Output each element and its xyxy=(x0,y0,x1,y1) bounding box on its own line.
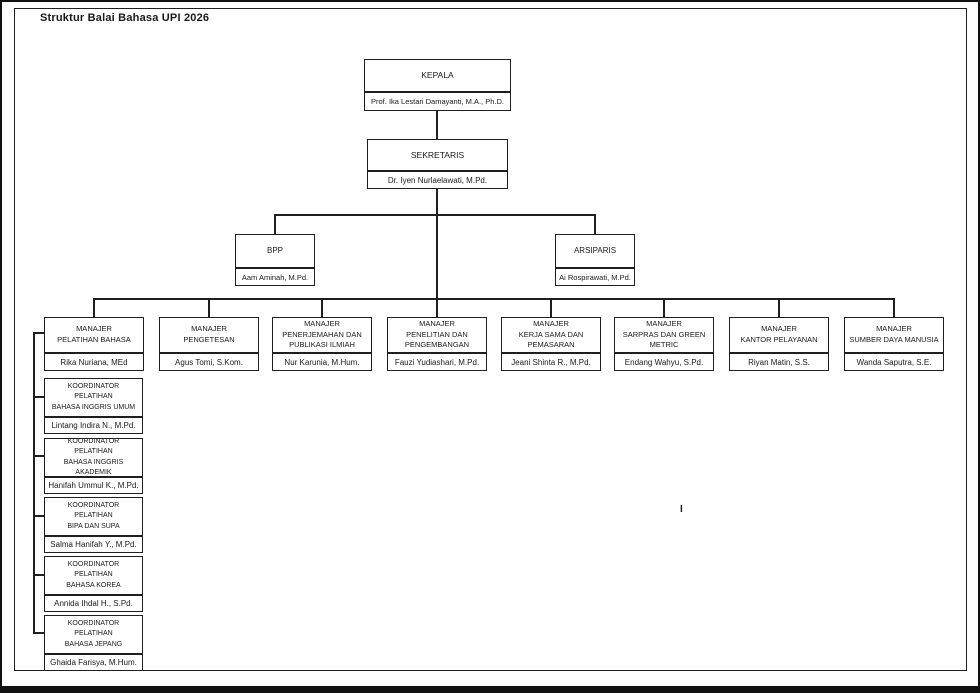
org-box-sekretaris: SEKRETARIS Dr. Iyen Nurlaelawati, M.Pd. xyxy=(367,139,508,189)
sekretaris-name: Dr. Iyen Nurlaelawati, M.Pd. xyxy=(368,170,507,188)
org-box-manager-pengetesan: MANAJER PENGETESAN Agus Tomi, S.Kom. xyxy=(159,317,259,371)
connector-manager-rail xyxy=(93,298,895,300)
org-box-koord-korea: KOORDINATOR PELATIHAN BAHASA KOREA Annid… xyxy=(44,556,143,612)
connector-stub-koord-1 xyxy=(33,396,44,398)
kepala-name: Prof. Ika Lestari Damayanti, M.A., Ph.D. xyxy=(365,91,510,110)
koord-title: KOORDINATOR PELATIHAN BIPA DAN SUPA xyxy=(67,502,120,530)
manager-title: MANAJER SARPRAS DAN GREEN METRIC xyxy=(622,318,706,350)
connector-drop-manager-6 xyxy=(663,298,665,318)
org-box-bpp: BPP Aam Aminah, M.Pd. xyxy=(235,234,315,286)
manager-title: MANAJER KERJA SAMA DAN PEMASARAN xyxy=(518,318,584,350)
manager-name: Agus Tomi, S.Kom. xyxy=(160,352,258,370)
manager-title: MANAJER PENELITIAN DAN PENGEMBANGAN xyxy=(404,318,470,350)
arsiparis-name: Ai Rospirawati, M.Pd. xyxy=(556,267,634,285)
connector-drop-arsiparis xyxy=(594,214,596,235)
koord-name: Hanifah Ummul K., M.Pd. xyxy=(45,476,142,493)
org-box-koord-inggris-akademik: KOORDINATOR PELATIHAN BAHASA INGGRIS AKA… xyxy=(44,438,143,494)
manager-name: Endang Wahyu, S.Pd. xyxy=(615,352,713,370)
connector-staff-rail xyxy=(274,214,596,216)
connector-drop-manager-4 xyxy=(436,298,438,318)
manager-name: Rika Nuriana, MEd xyxy=(45,352,143,370)
org-box-koord-bipa-supa: KOORDINATOR PELATIHAN BIPA DAN SUPA Salm… xyxy=(44,497,143,553)
connector-stub-koord-5 xyxy=(33,632,44,634)
org-box-koord-inggris-umum: KOORDINATOR PELATIHAN BAHASA INGGRIS UMU… xyxy=(44,378,143,434)
manager-title: MANAJER KANTOR PELAYANAN xyxy=(740,324,818,344)
koord-title: KOORDINATOR PELATIHAN BAHASA KOREA xyxy=(66,561,121,589)
connector-drop-manager-2 xyxy=(208,298,210,318)
org-box-manager-pelatihan-bahasa: MANAJER PELATIHAN BAHASA Rika Nuriana, M… xyxy=(44,317,144,371)
org-box-manager-penelitian: MANAJER PENELITIAN DAN PENGEMBANGAN Fauz… xyxy=(387,317,487,371)
koord-title: KOORDINATOR PELATIHAN BAHASA JEPANG xyxy=(64,620,123,648)
connector-sekretaris-spine xyxy=(436,186,438,300)
connector-drop-manager-3 xyxy=(321,298,323,318)
org-box-manager-kantor: MANAJER KANTOR PELAYANAN Riyan Matin, S.… xyxy=(729,317,829,371)
page-border-frame xyxy=(14,8,967,671)
manager-name: Fauzi Yudiashari, M.Pd. xyxy=(388,352,486,370)
sekretaris-title: SEKRETARIS xyxy=(410,149,465,160)
connector-koordinator-spine xyxy=(33,332,35,634)
connector-drop-manager-7 xyxy=(778,298,780,318)
arsiparis-title: ARSIPARIS xyxy=(573,246,617,256)
connector-stub-manager-1 xyxy=(33,332,44,334)
org-box-kepala: KEPALA Prof. Ika Lestari Damayanti, M.A.… xyxy=(364,59,511,111)
koord-name: Lintang Indira N., M.Pd. xyxy=(45,416,142,433)
org-box-manager-penerjemahan: MANAJER PENERJEMAHAN DAN PUBLIKASI ILMIA… xyxy=(272,317,372,371)
koord-title: KOORDINATOR PELATIHAN BAHASA INGGRIS AKA… xyxy=(63,438,124,476)
manager-title: MANAJER PENERJEMAHAN DAN PUBLIKASI ILMIA… xyxy=(282,318,362,350)
manager-name: Riyan Matin, S.S. xyxy=(730,352,828,370)
stray-mark: I xyxy=(680,504,683,515)
manager-title: MANAJER PELATIHAN BAHASA xyxy=(57,324,131,344)
connector-stub-koord-3 xyxy=(33,515,44,517)
kepala-title: KEPALA xyxy=(421,70,454,81)
connector-drop-bpp xyxy=(274,214,276,235)
page-title: Struktur Balai Bahasa UPI 2026 xyxy=(40,12,210,24)
manager-name: Wanda Saputra, S.E. xyxy=(845,352,943,370)
connector-drop-manager-8 xyxy=(893,298,895,318)
connector-stub-koord-4 xyxy=(33,574,44,576)
org-box-arsiparis: ARSIPARIS Ai Rospirawati, M.Pd. xyxy=(555,234,635,286)
bpp-name: Aam Aminah, M.Pd. xyxy=(236,267,314,285)
koord-name: Salma Hanifah Y., M.Pd. xyxy=(45,535,142,552)
connector-drop-manager-5 xyxy=(550,298,552,318)
org-box-manager-sarpras: MANAJER SARPRAS DAN GREEN METRIC Endang … xyxy=(614,317,714,371)
org-box-manager-kerjasama: MANAJER KERJA SAMA DAN PEMASARAN Jeani S… xyxy=(501,317,601,371)
connector-kepala-sekretaris xyxy=(436,107,438,140)
koord-title: KOORDINATOR PELATIHAN BAHASA INGGRIS UMU… xyxy=(51,383,136,411)
bpp-title: BPP xyxy=(266,246,283,256)
koord-name: Annida Ihdal H., S.Pd. xyxy=(45,594,142,611)
connector-drop-manager-1 xyxy=(93,298,95,318)
org-box-koord-jepang: KOORDINATOR PELATIHAN BAHASA JEPANG Ghai… xyxy=(44,615,143,671)
org-box-manager-sdm: MANAJER SUMBER DAYA MANUSIA Wanda Saputr… xyxy=(844,317,944,371)
manager-name: Nur Karunia, M.Hum. xyxy=(273,352,371,370)
koord-name: Ghaida Farisya, M.Hum. xyxy=(45,653,142,670)
manager-title: MANAJER SUMBER DAYA MANUSIA xyxy=(849,324,939,344)
connector-stub-koord-2 xyxy=(33,455,44,457)
manager-title: MANAJER PENGETESAN xyxy=(183,324,235,344)
manager-name: Jeani Shinta R., M.Pd. xyxy=(502,352,600,370)
